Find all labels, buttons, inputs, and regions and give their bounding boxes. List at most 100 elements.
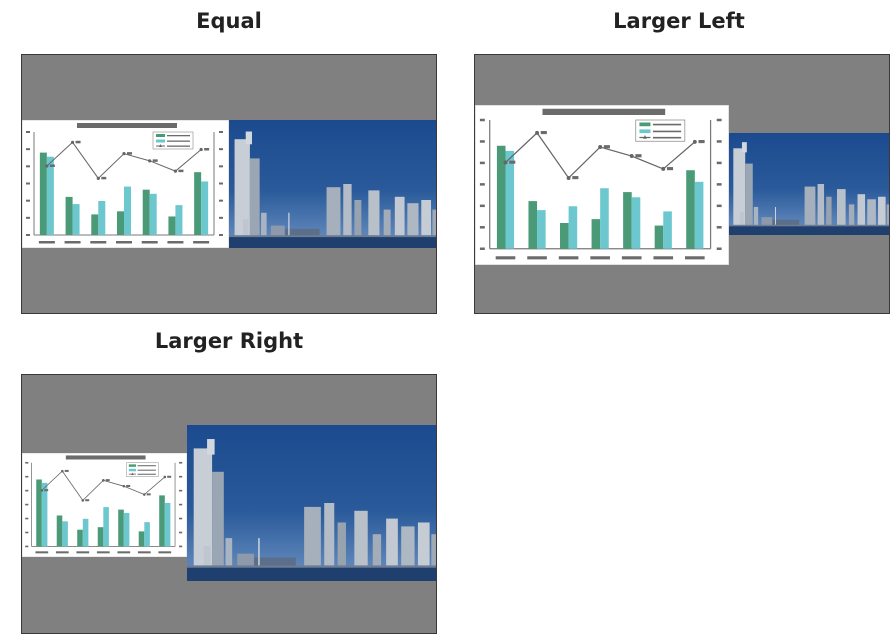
y-tick-label-right	[716, 140, 722, 143]
bar-series-1	[117, 211, 124, 235]
x-tick-label	[117, 551, 131, 554]
line-point	[148, 159, 152, 163]
y-tick-label-left	[479, 204, 485, 208]
line-data-label	[167, 475, 172, 478]
y-tick-label-right	[219, 148, 223, 151]
x-tick-label	[76, 551, 90, 554]
bar-series-2	[537, 210, 546, 249]
line-data-label	[540, 131, 547, 135]
line-data-label	[509, 160, 516, 164]
x-tick-label	[90, 241, 107, 244]
y-tick-label-left	[26, 131, 30, 133]
y-tick-label-left	[479, 140, 485, 143]
y-tick-label-left	[25, 531, 29, 534]
bar-series-1	[623, 192, 632, 249]
y-tick-label-left	[25, 545, 29, 548]
y-tick-label-right	[219, 216, 223, 219]
screen-larger-right	[21, 374, 437, 634]
y-tick-label-right	[219, 182, 223, 185]
bar-series-2	[600, 188, 609, 249]
right-image-photo	[729, 133, 889, 235]
shoreline	[229, 235, 436, 238]
y-tick-label-right	[179, 517, 183, 520]
y-tick-label-left	[26, 182, 30, 185]
y-tick-label-right	[219, 234, 223, 236]
x-tick-label	[653, 256, 674, 260]
line-data-label	[178, 169, 184, 173]
line-data-label	[49, 164, 55, 167]
x-tick-label	[35, 551, 49, 554]
bar-series-2	[505, 150, 515, 249]
bar-series-1	[159, 495, 165, 547]
bar-series-1	[91, 214, 99, 235]
bar-series-1	[56, 515, 63, 547]
line-data-label	[126, 484, 131, 487]
bar-series-1	[194, 172, 202, 235]
line-data-label	[204, 148, 210, 151]
line-point	[45, 164, 49, 168]
bar-series-2	[72, 204, 80, 235]
bar-series-1	[39, 152, 47, 235]
line-data-label	[698, 140, 705, 144]
bar-series-2	[41, 482, 48, 547]
chart-legend	[152, 131, 194, 150]
chart-legend	[635, 119, 686, 142]
bar-series-1	[560, 223, 569, 249]
bar-series-1	[496, 145, 506, 249]
line-data-label	[101, 176, 107, 180]
x-tick-label	[55, 551, 69, 554]
line-point	[122, 484, 126, 488]
bar-series-2	[568, 206, 578, 249]
left-image-chart	[22, 120, 229, 248]
x-tick-label	[137, 551, 151, 554]
line-data-label	[75, 140, 81, 144]
line-point	[503, 160, 508, 165]
y-tick-label-left	[479, 226, 485, 229]
shoreline	[187, 565, 436, 568]
bar-series-1	[686, 170, 695, 249]
bar-series-1	[138, 531, 145, 547]
panel-title-larger-right: Larger Right	[154, 329, 304, 353]
water	[187, 566, 436, 581]
chart-legend	[126, 462, 159, 477]
y-tick-label-right	[716, 183, 722, 186]
line-point	[122, 152, 126, 156]
y-tick-label-right	[179, 503, 183, 506]
skyline	[733, 142, 889, 228]
x-tick-label	[96, 551, 110, 554]
line-point	[692, 139, 697, 144]
bar-series-1	[528, 201, 538, 249]
bar-series-2	[144, 522, 150, 547]
line-point	[163, 475, 167, 479]
bar-series-2	[46, 156, 54, 235]
y-tick-label-right	[179, 531, 183, 534]
y-tick-label-left	[26, 165, 30, 168]
y-tick-label-right	[716, 247, 722, 250]
shoreline	[729, 224, 889, 227]
line-data-label	[146, 493, 151, 496]
y-tick-label-right	[716, 161, 722, 165]
y-tick-label-left	[26, 148, 30, 151]
bar-series-1	[65, 196, 73, 235]
line-point	[143, 493, 146, 496]
screen-equal	[21, 54, 437, 314]
x-tick-label	[590, 256, 610, 260]
bar-series-2	[98, 201, 106, 235]
line-data-label	[635, 154, 642, 158]
chart-title-placeholder	[542, 108, 666, 115]
line-point	[173, 169, 178, 173]
line-data-label	[127, 152, 132, 155]
y-tick-label-left	[25, 461, 29, 464]
line-data-label	[44, 489, 49, 492]
water	[229, 236, 436, 248]
y-tick-label-left	[479, 118, 485, 122]
line-data-label	[64, 469, 69, 472]
bar-series-1	[142, 189, 150, 235]
x-tick-label	[158, 551, 172, 554]
line-point	[61, 469, 64, 473]
bar-series-1	[168, 216, 176, 235]
bar-series-2	[82, 518, 89, 547]
bar-series-1	[654, 225, 664, 249]
right-image-photo	[229, 120, 436, 248]
y-tick-label-left	[25, 503, 29, 506]
